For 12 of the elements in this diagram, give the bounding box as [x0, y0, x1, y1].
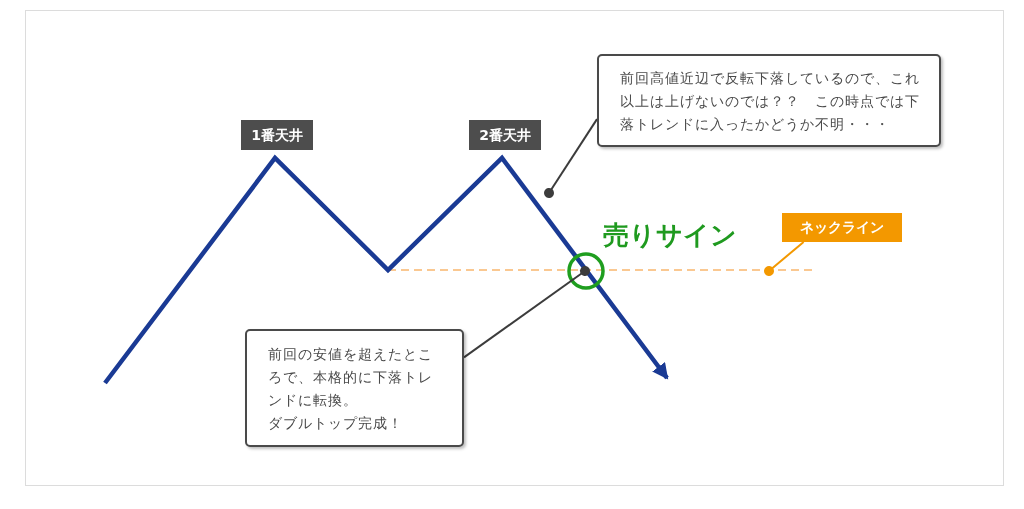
callout-text: ダブルトップ完成！ [268, 414, 404, 433]
leader-line [544, 118, 598, 198]
callout-text: 前回の安値を超えたところで、本格的に下落トレンドに転換。 [268, 345, 434, 410]
callout-text: 前回高値近辺で反転下落しているので、これ以上は上げないのでは？？ この時点では下落トレンドに入ったかどうか不明・・・ [620, 69, 921, 134]
signal-label: 売りサイン [603, 220, 737, 250]
leader-line [764, 241, 805, 276]
callout-box [245, 329, 464, 447]
leader-line [463, 266, 590, 359]
neckline-label: ネックライン [782, 213, 902, 242]
peak-label: 1番天井 [241, 120, 313, 150]
callout-box [597, 54, 941, 147]
peak-label: 2番天井 [469, 120, 541, 150]
